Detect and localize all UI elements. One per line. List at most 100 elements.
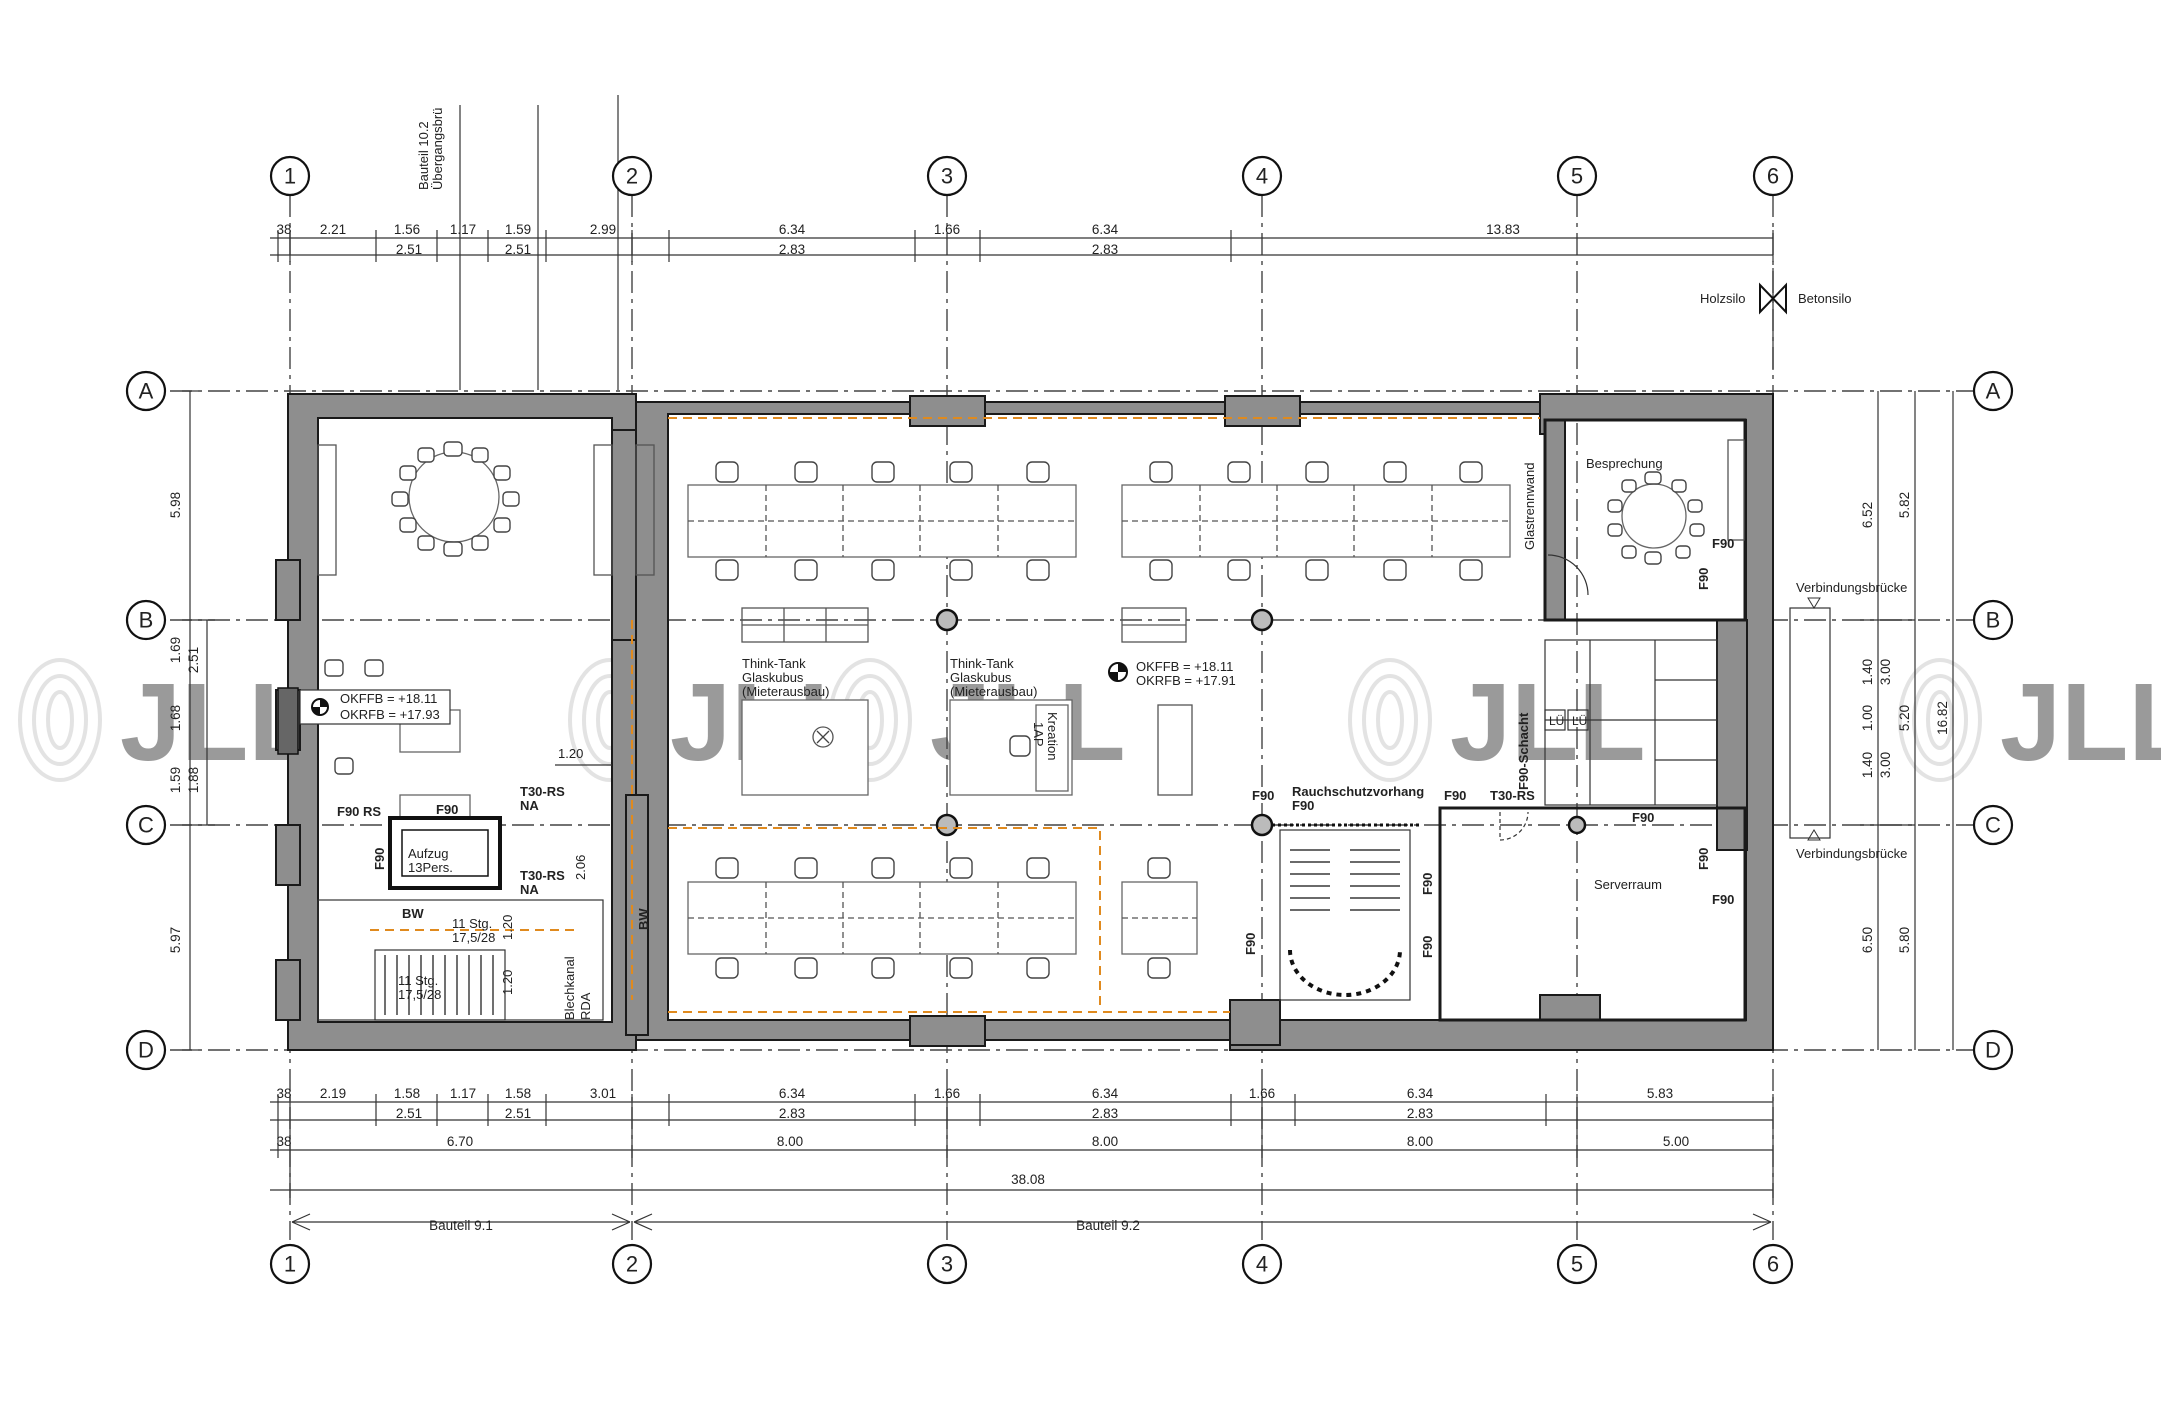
- dim-text: 2.51: [396, 1106, 422, 1121]
- silo-symbol: Holzsilo Betonsilo: [1700, 268, 1851, 370]
- svg-text:A: A: [139, 379, 154, 404]
- f90-label: F90: [1252, 788, 1274, 803]
- svg-text:C: C: [138, 813, 154, 838]
- dim-text: 6.70: [447, 1134, 473, 1149]
- dim-text: 1.58: [394, 1086, 420, 1101]
- f90-label: F90: [1444, 788, 1466, 803]
- left-office-desk: [324, 659, 471, 820]
- svg-text:3: 3: [941, 164, 953, 189]
- dim-text: 1.58: [505, 1086, 531, 1101]
- rauchschutz-label: Rauchschutzvorhang: [1292, 784, 1424, 799]
- wc-block: LÜ LÜ F90-Schacht F90 F90: [1516, 536, 1734, 806]
- f90-label: F90: [372, 848, 387, 870]
- think-tank-2-note: (Mieterausbau): [950, 684, 1037, 699]
- workstation-cluster-north-east: [1121, 461, 1511, 581]
- dim-text: 1.40: [1860, 659, 1875, 685]
- dim-text: 1.88: [186, 767, 201, 793]
- dim-text: 3.00: [1878, 659, 1893, 685]
- row-axes-left: A B C D: [125, 370, 167, 1071]
- axis-1-bottom: 1: [269, 1243, 311, 1285]
- blechkanal-label: Blechkanal: [562, 956, 577, 1020]
- column-axes-bottom: 1 2 3 4 5 6: [269, 1243, 1794, 1285]
- dim-text: 6.52: [1860, 502, 1875, 528]
- meeting-room-left: [317, 441, 655, 576]
- okffb-center: OKFFB = +18.11: [1136, 659, 1233, 674]
- think-tank-1-label: Think-Tank: [742, 656, 806, 671]
- f90-label: F90: [1712, 536, 1734, 551]
- dim-text: 2.83: [779, 1106, 805, 1121]
- svg-text:D: D: [1985, 1038, 2001, 1063]
- svg-text:B: B: [139, 608, 154, 633]
- dim-text: 1.66: [1249, 1086, 1275, 1101]
- bw-label: BW: [402, 906, 424, 921]
- tenant-fitout-outline: [370, 417, 1540, 1013]
- dim-text: 6.34: [779, 1086, 806, 1101]
- f90-label: F90: [1243, 933, 1258, 955]
- dim-text: 6.34: [1092, 1086, 1119, 1101]
- dim-text: 2.51: [505, 242, 531, 257]
- think-tank-1-note: (Mieterausbau): [742, 684, 829, 699]
- column: [1567, 815, 1587, 835]
- dim-text: 6.34: [779, 222, 806, 237]
- axis-4-bottom: 4: [1241, 1243, 1283, 1285]
- serverraum-label: Serverraum: [1594, 877, 1662, 892]
- axis-2-top: 2: [611, 155, 653, 197]
- dim-text: 5.83: [1647, 1086, 1673, 1101]
- t30rs-label: T30-RS: [520, 868, 565, 883]
- row-axes-right: A B C D: [1972, 370, 2014, 1071]
- column: [935, 813, 959, 837]
- dim-text: 13.83: [1486, 222, 1520, 237]
- axis-5-bottom: 5: [1556, 1243, 1598, 1285]
- dim-text: 3.01: [590, 1086, 616, 1101]
- dim-text: 5.82: [1897, 492, 1912, 518]
- t30rs-label: T30-RS: [1490, 788, 1535, 803]
- axis-D-right: D: [1972, 1029, 2014, 1071]
- dim-text: 6.34: [1092, 222, 1119, 237]
- f90-label: F90: [1292, 798, 1314, 813]
- column: [1250, 608, 1274, 632]
- svg-text:1: 1: [284, 1252, 296, 1277]
- axis-A-left: A: [125, 370, 167, 412]
- svg-text:2: 2: [626, 1252, 638, 1277]
- total-length: 38.08: [1011, 1172, 1045, 1187]
- f90-label: F90: [1712, 892, 1734, 907]
- watermark-text: JLL: [2000, 661, 2161, 784]
- building-walls: [275, 393, 1774, 1051]
- bauteil-9-1-label: Bauteil 9.1: [429, 1218, 493, 1233]
- svg-text:4: 4: [1256, 164, 1268, 189]
- svg-text:A: A: [1986, 379, 2001, 404]
- dim-text: 16.82: [1935, 701, 1950, 735]
- dim-text: 38: [276, 1086, 291, 1101]
- bauteil-9-2-label: Bauteil 9.2: [1076, 1218, 1140, 1233]
- t30rs-label: T30-RS: [520, 784, 565, 799]
- level-marker-center: OKFFB = +18.11 OKRFB = +17.91: [1108, 659, 1236, 688]
- dim-text: 8.00: [1092, 1134, 1118, 1149]
- workstation-cluster-south-west: [687, 857, 1077, 979]
- watermark-text: JLL: [1450, 661, 1646, 784]
- verbindungsbruecke-upper: Verbindungsbrücke: [1796, 580, 1907, 595]
- lue-label: LÜ: [1572, 714, 1587, 728]
- dim-text: 1.59: [168, 767, 183, 793]
- dim-text: 5.98: [168, 492, 183, 518]
- f90-label: F90: [1420, 873, 1435, 895]
- dim-120-label: 1.20: [558, 746, 583, 761]
- dim-text: 6.50: [1860, 927, 1875, 953]
- dim-text: 1.68: [168, 705, 183, 731]
- think-tank-1-sub: Glaskubus: [742, 670, 804, 685]
- okffb-left: OKFFB = +18.11: [340, 691, 437, 706]
- axis-4-top: 4: [1241, 155, 1283, 197]
- dim-text: 5.00: [1663, 1134, 1689, 1149]
- dim-text: 5.97: [168, 927, 183, 953]
- svg-text:6: 6: [1767, 1252, 1779, 1277]
- dim-text: 2.99: [590, 222, 616, 237]
- svg-text:2: 2: [626, 164, 638, 189]
- dim-text: 38: [276, 1134, 291, 1149]
- glastrennwand-label: Glastrennwand: [1522, 463, 1537, 550]
- uebergang-label: Übergangsbrü: [430, 108, 445, 190]
- dim-text: 2.83: [1092, 1106, 1118, 1121]
- serverraum: Serverraum F90 F90 F90 F90: [1420, 806, 1747, 1022]
- dim-text: 1.40: [1860, 752, 1875, 778]
- top-dimensions: 38 2.21 1.56 1.17 1.59 2.99 6.34 1.66 6.…: [270, 222, 1774, 262]
- bw-label: BW: [636, 908, 651, 930]
